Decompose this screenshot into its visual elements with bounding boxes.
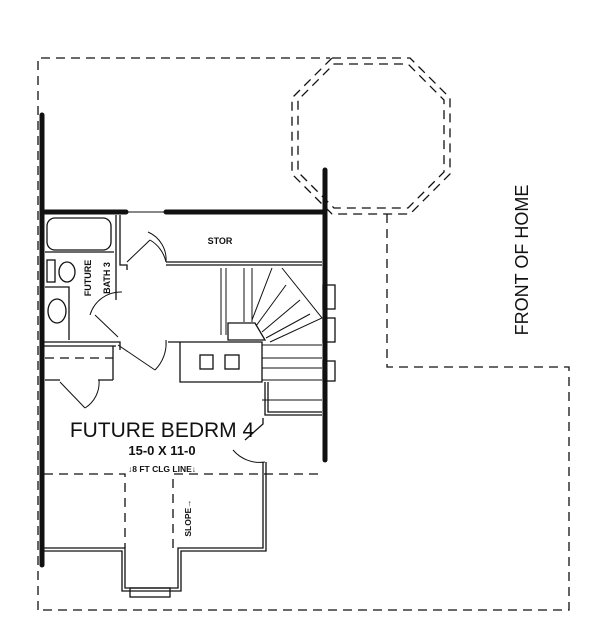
toilet-tank xyxy=(46,259,56,283)
bedroom-dimensions: 15-0 X 11-0 xyxy=(128,443,195,458)
bath-3 xyxy=(42,215,167,350)
bath-label-line1: FUTURE xyxy=(83,260,93,297)
exterior-walls xyxy=(39,112,328,568)
storage-room xyxy=(147,231,322,266)
bath-door-swing-2 xyxy=(89,291,123,338)
bath-label-line2: BATH 3 xyxy=(102,262,112,294)
front-of-home-label: FRONT OF HOME xyxy=(512,185,532,336)
ceiling-line-label: ↓8 FT CLG LINE↓ xyxy=(128,464,196,474)
chimney xyxy=(168,341,263,383)
sink xyxy=(47,298,67,324)
roof-outline xyxy=(37,57,570,611)
octagon-bay-outline xyxy=(291,57,451,215)
stairs xyxy=(220,267,323,401)
closet xyxy=(45,339,167,409)
hall-door-swing xyxy=(117,339,167,371)
bedroom-walls xyxy=(44,382,322,592)
bath-door-swing xyxy=(126,239,167,263)
bedroom-label: FUTURE BEDRM 4 xyxy=(70,419,255,442)
bathtub xyxy=(46,217,112,251)
slope-label: SLOPE→ xyxy=(183,499,193,536)
stor-label: STOR xyxy=(208,236,233,246)
toilet xyxy=(58,261,76,283)
